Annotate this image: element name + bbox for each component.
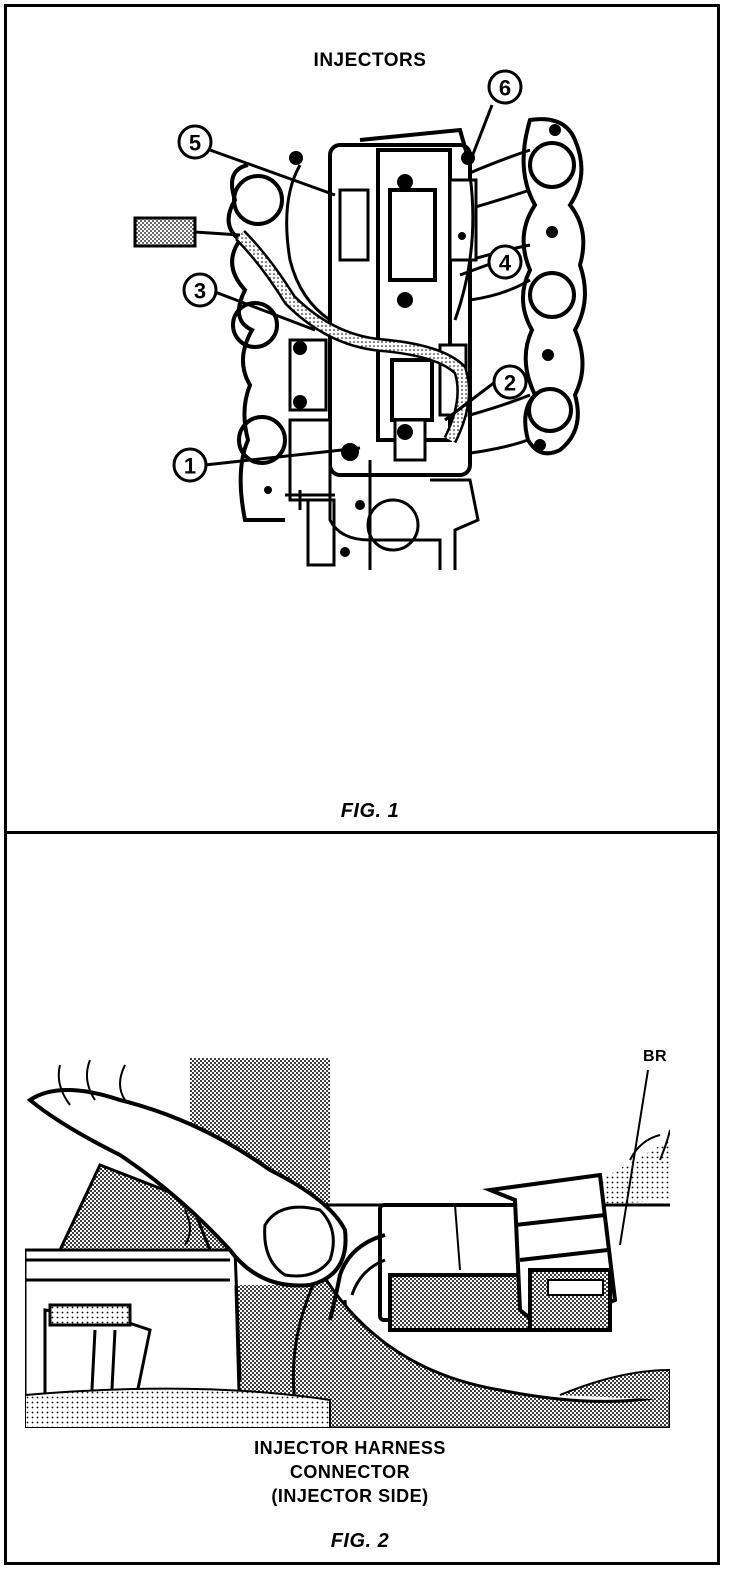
callout-2: 2: [504, 371, 516, 396]
fig1-title: INJECTORS: [313, 50, 427, 71]
callout-5: 5: [189, 131, 201, 156]
callout-leaders: [204, 104, 496, 467]
wire-color-label-br: BR: [642, 1048, 668, 1065]
fig2-caption-line1: INJECTOR HARNESS: [254, 1438, 446, 1458]
lower-throttle-body: [285, 460, 480, 570]
fig2-caption: FIG. 2: [330, 1530, 390, 1552]
callout-6: 6: [499, 76, 511, 101]
fig1-caption: FIG. 1: [340, 800, 400, 822]
callout-4: 4: [499, 251, 512, 276]
callout-circles: [172, 69, 528, 483]
callout-1: 1: [184, 454, 196, 479]
fig2-caption-line3: (INJECTOR SIDE): [271, 1486, 429, 1506]
harness-connector-plug: [133, 216, 241, 248]
callout-3: 3: [194, 279, 206, 304]
right-manifold-gasket: [520, 117, 587, 456]
fig2-caption-line2: CONNECTOR: [289, 1462, 411, 1482]
fig1-diagram: 5 3 1 4 2 6: [133, 69, 587, 570]
left-manifold-gasket: [226, 163, 287, 522]
